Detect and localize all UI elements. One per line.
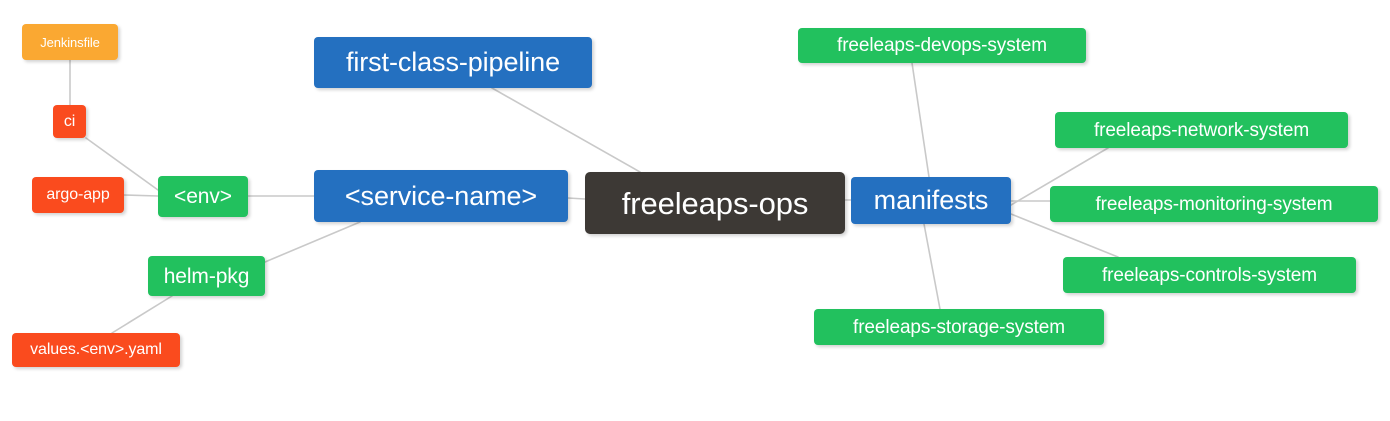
mindmap-node-values-yaml[interactable]: values.<env>.yaml [12, 333, 180, 367]
edge-argo-app-to-env [123, 194, 159, 197]
node-label-jenkinsfile: Jenkinsfile [40, 34, 100, 50]
mindmap-node-service-name[interactable]: <service-name> [314, 170, 568, 222]
edge-manifests-to-storage-system [923, 223, 941, 310]
node-label-devops-system: freeleaps-devops-system [837, 35, 1047, 56]
node-label-freeleaps-ops: freeleaps-ops [621, 185, 809, 221]
mindmap-node-ci[interactable]: ci [53, 105, 86, 138]
mindmap-node-storage-system[interactable]: freeleaps-storage-system [814, 309, 1104, 345]
node-label-values-yaml: values.<env>.yaml [30, 341, 162, 358]
mindmap-node-jenkinsfile[interactable]: Jenkinsfile [22, 24, 118, 60]
mindmap-node-network-system[interactable]: freeleaps-network-system [1055, 112, 1348, 148]
node-label-network-system: freeleaps-network-system [1093, 119, 1310, 141]
node-label-ci: ci [63, 112, 76, 130]
node-label-first-class-pipeline: first-class-pipeline [345, 47, 561, 77]
edge-helm-pkg-to-values-yaml [111, 295, 173, 334]
mindmap-node-argo-app[interactable]: argo-app [32, 177, 124, 213]
edge-service-name-to-helm-pkg [264, 221, 361, 263]
mindmap-node-monitoring-system[interactable]: freeleaps-monitoring-system [1050, 186, 1378, 222]
node-label-storage-system: freeleaps-storage-system [853, 316, 1065, 338]
node-label-controls-system: freeleaps-controls-system [1101, 264, 1318, 286]
node-label-helm-pkg: helm-pkg [163, 264, 250, 288]
node-label-manifests: manifests [873, 185, 989, 215]
mindmap-node-env[interactable]: <env> [158, 176, 248, 217]
mindmap-node-first-class-pipeline[interactable]: first-class-pipeline [314, 37, 592, 88]
mindmap-node-controls-system[interactable]: freeleaps-controls-system [1063, 257, 1356, 293]
mindmap-node-freeleaps-ops[interactable]: freeleaps-ops [585, 172, 845, 234]
node-label-service-name: <service-name> [344, 180, 538, 211]
mindmap-node-devops-system[interactable]: freeleaps-devops-system [798, 28, 1086, 63]
mindmap-node-helm-pkg[interactable]: helm-pkg [148, 256, 265, 296]
node-label-env: <env> [174, 185, 232, 208]
edge-manifests-to-devops-system [911, 62, 930, 178]
edge-first-class-pipeline-to-freeleaps-ops [491, 87, 641, 173]
node-label-monitoring-system: freeleaps-monitoring-system [1095, 193, 1333, 215]
edge-service-name-to-freeleaps-ops [567, 197, 586, 200]
node-label-argo-app: argo-app [46, 186, 110, 203]
mindmap-node-manifests[interactable]: manifests [851, 177, 1011, 224]
